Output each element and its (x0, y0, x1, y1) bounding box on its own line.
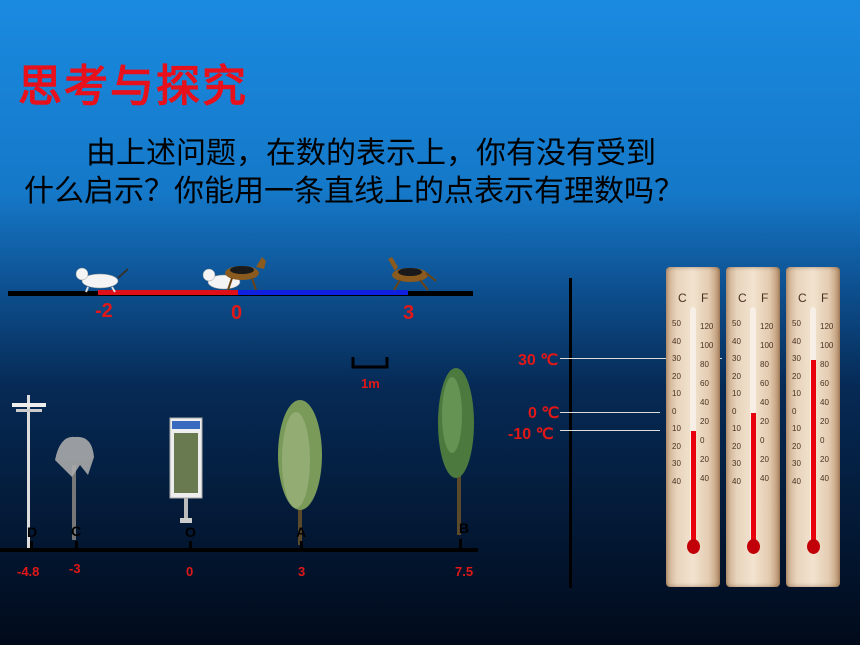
fahrenheit-scale-label: 0 (760, 436, 765, 445)
question-line-2: 什么启示？你能用一条直线上的点表示有理数吗？ (24, 174, 684, 209)
bare-tree-icon (55, 436, 94, 540)
celsius-scale-label: 40 (792, 336, 801, 346)
celsius-scale-label: 20 (672, 371, 681, 381)
celsius-scale-label: 30 (732, 354, 741, 363)
fahrenheit-scale-label: 40 (760, 398, 769, 407)
point-value-a: 3 (298, 564, 306, 579)
fahrenheit-scale-label: 120 (760, 322, 774, 331)
point-value-d: -4.8 (17, 564, 40, 579)
celsius-scale-label: 50 (672, 319, 681, 328)
positive-segment (238, 290, 408, 295)
point-label-o: O (185, 524, 196, 540)
line-30 (560, 358, 722, 359)
celsius-scale-label: 10 (792, 424, 801, 433)
celsius-scale-label: 50 (792, 319, 801, 328)
negative-segment (98, 290, 238, 295)
temp-label-0: 0 ℃ (528, 405, 560, 422)
tree-number-line (0, 368, 478, 552)
fahrenheit-scale-label: 120 (820, 322, 834, 331)
dog-label-0: 0 (231, 302, 243, 324)
shepherd-dog-icon (388, 257, 437, 291)
point-label-c: C (71, 523, 82, 539)
fahrenheit-scale-label: 20 (820, 455, 829, 464)
willow-tree-icon (278, 400, 322, 545)
white-dog-icon (75, 267, 129, 293)
fahrenheit-scale-label: 80 (700, 360, 709, 369)
point-label-a: A (296, 524, 307, 540)
point-label-b: B (459, 520, 470, 536)
fahrenheit-scale-label: 0 (820, 436, 825, 445)
fahrenheit-scale-label: 40 (820, 474, 829, 483)
fahrenheit-scale-label: 20 (700, 417, 709, 426)
question-line-1: 由上述问题，在数的表示上，你有没有受到 (86, 136, 656, 171)
celsius-scale-label: 30 (672, 354, 681, 363)
fahrenheit-scale-label: 100 (700, 341, 714, 350)
fahrenheit-scale-label: 20 (700, 455, 709, 464)
celsius-scale-label: 0 (672, 406, 677, 416)
dog-label-3: 3 (403, 302, 415, 324)
slide-title: 思考与探究 (18, 61, 248, 112)
celsius-scale-label: 40 (732, 476, 741, 486)
fahrenheit-scale-label: 40 (700, 398, 709, 407)
unit-bracket (351, 357, 389, 369)
celsius-scale-label: 20 (732, 371, 741, 381)
fahrenheit-scale-label: 40 (820, 398, 829, 407)
fahrenheit-scale-label: 20 (760, 455, 769, 464)
celsius-scale-label: 20 (672, 441, 681, 451)
tall-tree-icon (438, 368, 474, 535)
fahrenheit-scale-label: 40 (760, 474, 769, 483)
fahrenheit-scale-label: 80 (820, 360, 829, 369)
point-value-o: 0 (186, 564, 194, 579)
point-label-d: D (27, 524, 38, 540)
celsius-scale-label: 10 (672, 424, 681, 433)
temperature-axis (569, 278, 572, 588)
celsius-scale-label: 40 (732, 336, 741, 346)
dog-number-line (8, 257, 473, 296)
celsius-scale-label: 0 (792, 406, 797, 416)
fahrenheit-scale-label: 40 (700, 474, 709, 483)
celsius-scale-label: 10 (672, 389, 681, 398)
temp-label-30: 30 ℃ (518, 352, 559, 369)
celsius-scale-label: 20 (732, 441, 741, 451)
fahrenheit-scale-label: 60 (820, 379, 829, 388)
celsius-scale-label: 30 (672, 459, 681, 468)
tree-axis (0, 548, 478, 552)
celsius-scale-label: 40 (672, 476, 681, 486)
line-0 (560, 412, 660, 413)
celsius-scale-label: 20 (792, 441, 801, 451)
celsius-scale-label: 10 (732, 424, 741, 433)
fahrenheit-scale-label: 120 (700, 322, 714, 331)
fahrenheit-scale-label: 20 (760, 417, 769, 426)
celsius-scale-label: 30 (792, 354, 801, 363)
point-value-b: 7.5 (455, 564, 474, 579)
celsius-scale-label: 40 (792, 476, 801, 486)
fahrenheit-scale-label: 60 (760, 379, 769, 388)
point-value-c: -3 (69, 561, 81, 576)
celsius-scale-label: 0 (732, 406, 737, 416)
fahrenheit-scale-label: 0 (700, 436, 705, 445)
fahrenheit-scale-label: 80 (760, 360, 769, 369)
celsius-scale-label: 10 (732, 389, 741, 398)
unit-label: 1m (361, 376, 380, 391)
fahrenheit-scale-label: 60 (700, 379, 709, 388)
celsius-scale-label: 30 (732, 459, 741, 468)
fahrenheit-scale-label: 100 (820, 341, 834, 350)
fahrenheit-scale-label: 20 (820, 417, 829, 426)
celsius-scale-label: 50 (732, 319, 741, 328)
temp-label-neg10: -10 ℃ (508, 426, 554, 443)
celsius-scale-label: 30 (792, 459, 801, 468)
shepherd-dog-icon (225, 257, 266, 291)
line-neg10 (560, 430, 660, 431)
celsius-scale-label: 10 (792, 389, 801, 398)
celsius-scale-label: 20 (792, 371, 801, 381)
dog-label-neg2: -2 (95, 300, 113, 322)
utility-pole-icon (12, 395, 46, 550)
celsius-scale-label: 40 (672, 336, 681, 346)
billboard-icon (169, 417, 203, 523)
fahrenheit-scale-label: 100 (760, 341, 774, 350)
